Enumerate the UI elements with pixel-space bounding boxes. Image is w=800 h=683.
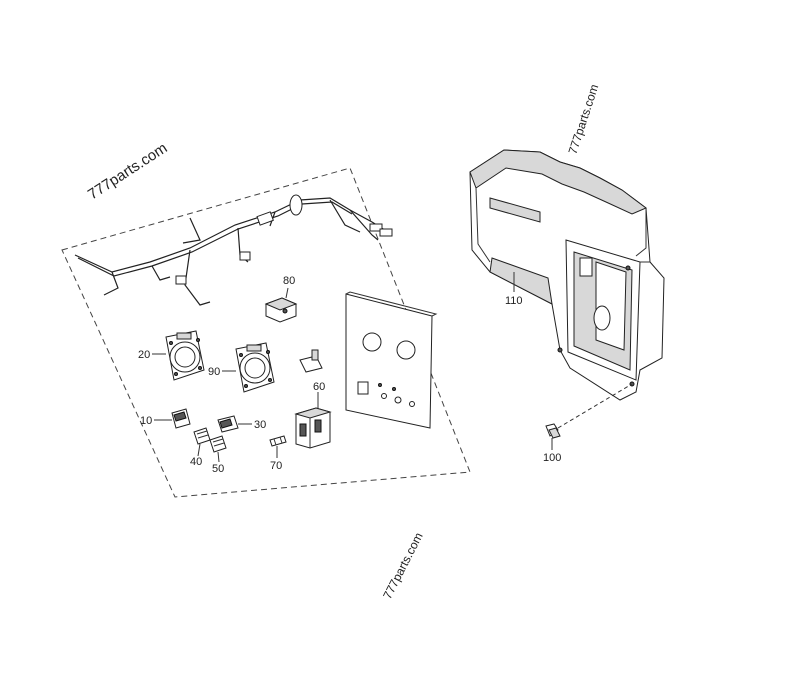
wiring-harness [74,194,393,306]
part-110-cover-housing [469,149,665,401]
callout-100: 100 [543,452,561,464]
part-50-fuse-holder [209,435,227,453]
toggle-switch [299,349,323,373]
part-80-bracket [264,297,298,323]
callout-30: 30 [254,419,266,431]
part-70-fuse [269,435,287,447]
watermark-top-right: 777parts.com [566,82,602,155]
callout-20: 20 [138,349,150,361]
callout-90: 90 [208,366,220,378]
callout-60: 60 [313,381,325,393]
control-panel [345,291,438,429]
part-30-rocker [217,415,239,433]
callout-10: 10 [140,415,152,427]
watermark-bottom-center: 777parts.com [380,530,425,601]
callout-50: 50 [212,463,224,475]
part-90-socket-plate [235,342,275,393]
callout-40: 40 [190,456,202,468]
callout-110: 110 [505,295,523,307]
part-20-socket-plate [165,330,205,381]
callout-80: 80 [283,275,295,287]
part-60-breaker [294,407,332,449]
part-40-fuse-holder [193,427,211,445]
callout-70: 70 [270,460,282,472]
part-10-switch [171,408,191,429]
group-boundary [61,167,471,498]
part-100-bolt [545,423,561,439]
watermark-top-left: 777parts.com [85,140,170,204]
